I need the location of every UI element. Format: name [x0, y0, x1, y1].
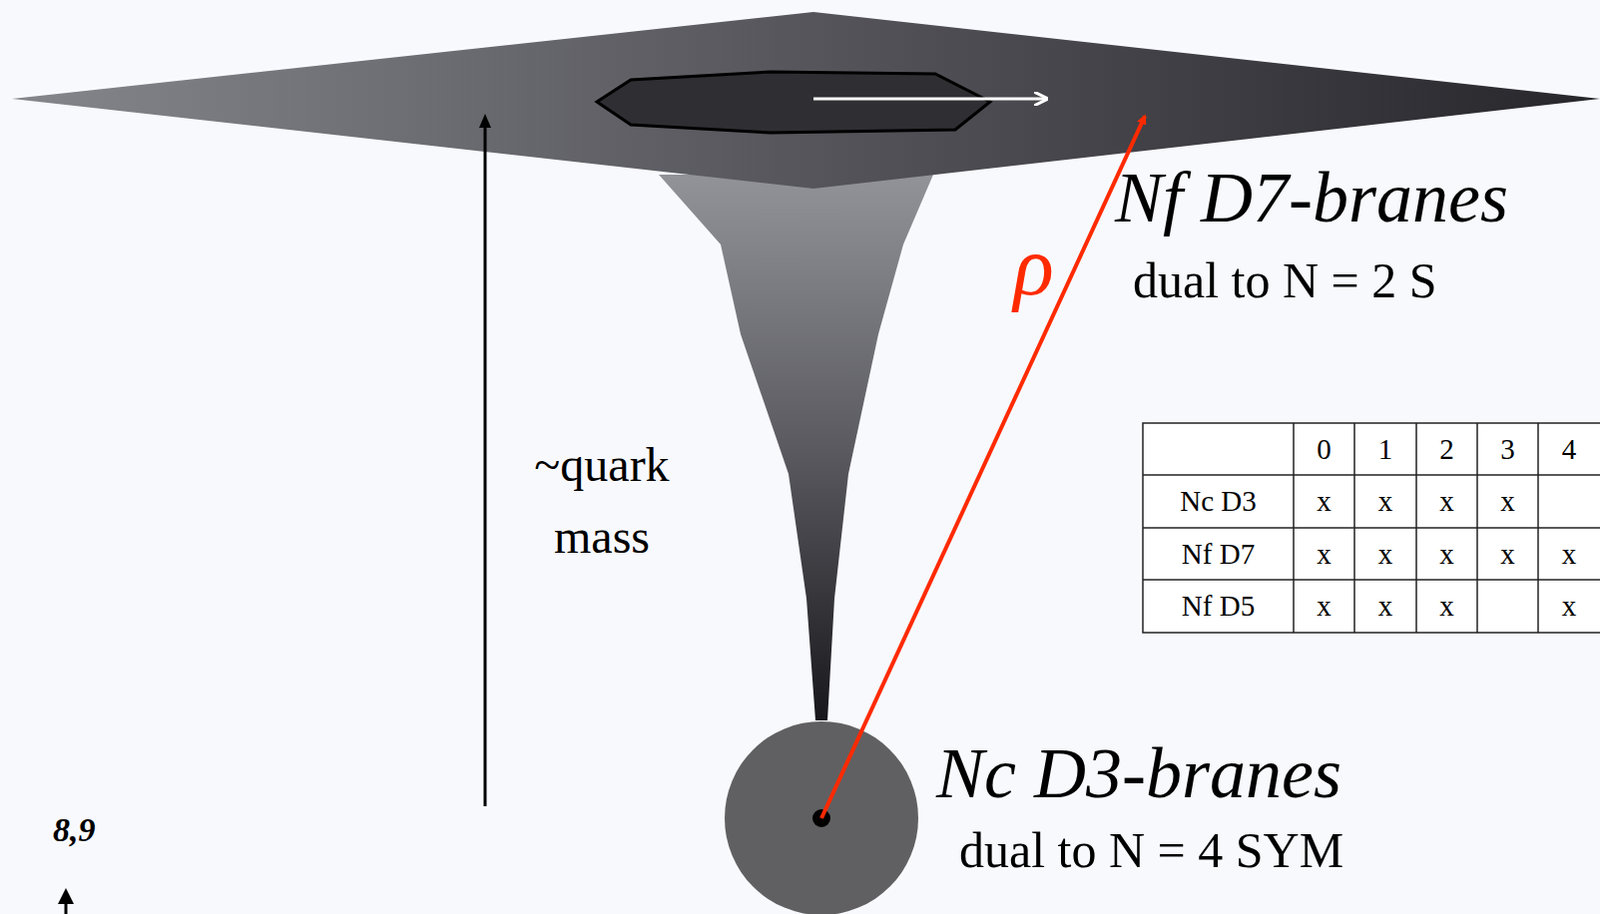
axis-label: ~quark mass [502, 429, 702, 573]
table-cell: x [1477, 528, 1539, 580]
table-cell-text: Nf D5 [1181, 591, 1255, 621]
table-cell-text: x [1500, 487, 1516, 517]
table-cell: 1 [1354, 423, 1417, 476]
brane-heading: Nf D7-branes [1114, 157, 1509, 238]
table-cell-text: x [1316, 487, 1332, 517]
white-arrow [813, 97, 1047, 101]
table-cell-text: x [1439, 487, 1455, 517]
brane-heading-wrap: Nc D3-branes [936, 737, 1342, 810]
brane-table-grid [1142, 423, 1600, 633]
brane-caption-wrap: dual to N = 2 S [1132, 255, 1438, 306]
d3-brane-stack: Nc D3-branesdual to N = 4 SYM [724, 721, 919, 914]
d3-shape [724, 721, 919, 914]
d3-dot [812, 809, 831, 828]
edge-label-wrap: ρ [1013, 224, 1054, 309]
table-cell-text: 2 [1439, 435, 1455, 465]
brane-funnel [658, 174, 934, 721]
table-cell-text: x [1378, 487, 1394, 517]
table-cell-text: 0 [1316, 435, 1332, 465]
distance-arrow [821, 115, 1145, 819]
table-cell: 4 [1538, 423, 1600, 476]
d3-circle [724, 721, 919, 914]
table-cell: 2 [1416, 423, 1478, 476]
table-cell: Nf D7 [1142, 528, 1294, 580]
table-cell: Nc D3 [1142, 475, 1294, 529]
table-cell-text: x [1439, 591, 1455, 621]
d7-brane-plane: Nf D7-branesdual to N = 2 S [11, 11, 1600, 189]
table-cell-text: Nf D7 [1181, 539, 1255, 569]
brane-caption: dual to N = 4 SYM [959, 822, 1344, 879]
table-cell-text: x [1378, 539, 1394, 569]
table-cell-text: 3 [1500, 435, 1516, 465]
quark-mass-arrow [484, 119, 488, 807]
brane-caption-wrap: dual to N = 4 SYM [959, 825, 1344, 876]
table-cell-text: 4 [1562, 435, 1578, 465]
table-cell: x [1416, 475, 1478, 529]
table-cell: x [1354, 579, 1417, 633]
table-cell: x [1538, 579, 1600, 633]
brane-heading-wrap: Nf D7-branes [1114, 161, 1509, 234]
table-cell-text: 1 [1378, 435, 1394, 465]
table-cell: x [1416, 579, 1478, 633]
brane-caption: dual to N = 2 S [1132, 252, 1438, 309]
table-cell-text: x [1500, 539, 1516, 569]
table-cell-text: x [1562, 539, 1578, 569]
axis-label: 8,9 [52, 811, 96, 849]
table-cell-text: x [1439, 539, 1455, 569]
axis-label-wrap: ~quark mass [502, 429, 702, 573]
table-cell: 0 [1293, 423, 1355, 476]
table-cell: x [1477, 475, 1539, 529]
table-cell: x [1293, 475, 1355, 529]
table-cell: x [1538, 528, 1600, 580]
table-cell-text: x [1378, 591, 1394, 621]
table-cell: 3 [1477, 423, 1539, 476]
table-cell: x [1293, 528, 1355, 580]
axis-arrow [64, 902, 68, 914]
table-cell: x [1416, 528, 1478, 580]
string-loop [596, 71, 991, 133]
brane-heading: Nc D3-branes [936, 733, 1342, 814]
table-cell-text: x [1562, 591, 1578, 621]
table-cell: x [1354, 528, 1417, 580]
table-cell: Nf D5 [1142, 579, 1294, 633]
table-cell-text: Nc D3 [1179, 487, 1257, 517]
table-cell-text: x [1316, 539, 1332, 569]
table-cell-text: x [1316, 591, 1332, 621]
table-cell: x [1354, 475, 1417, 529]
table-cell: x [1293, 579, 1355, 633]
axis-label-wrap: 8,9 [52, 813, 96, 848]
edge-label: ρ [1013, 219, 1054, 313]
axis-arrowhead [57, 888, 74, 905]
